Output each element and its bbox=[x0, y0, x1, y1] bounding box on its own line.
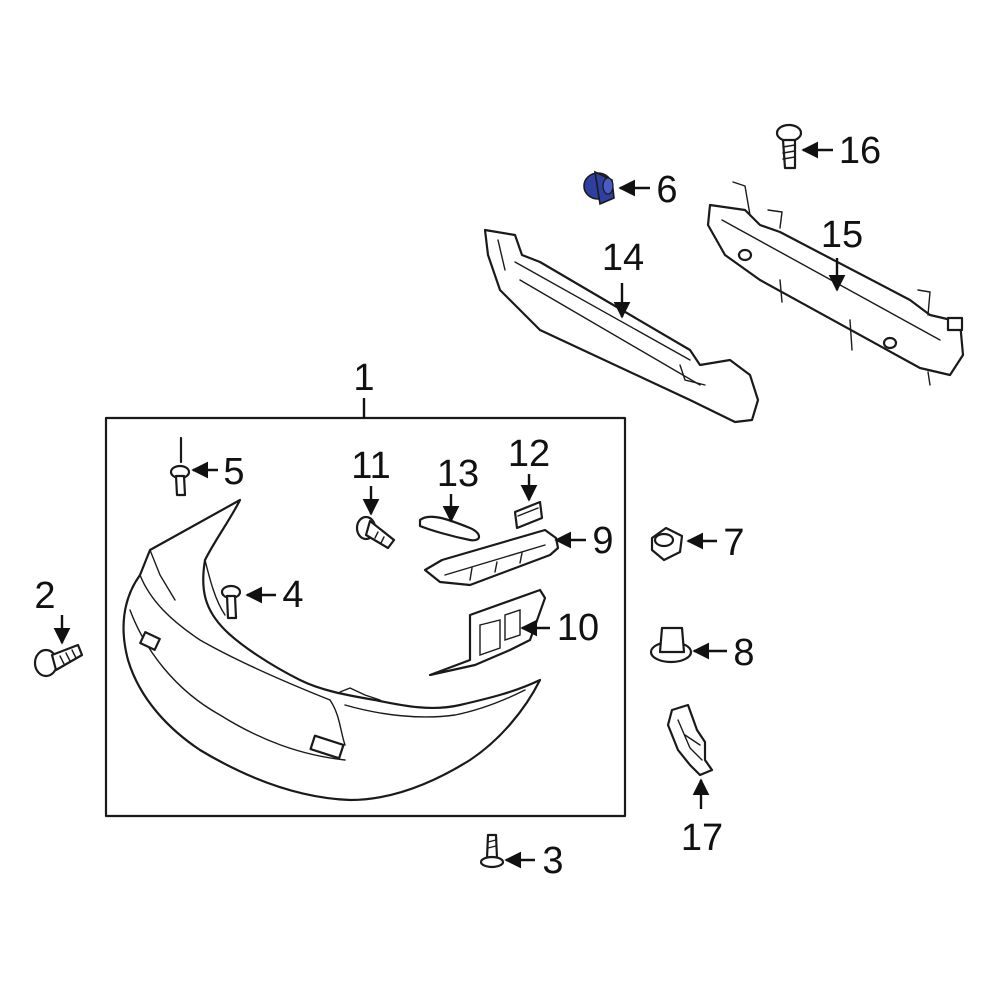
callout-13: 13 bbox=[437, 453, 479, 495]
part-13-reflector bbox=[418, 515, 481, 542]
callout-11: 11 bbox=[351, 445, 390, 487]
callout-16: 16 bbox=[839, 130, 881, 172]
callout-8: 8 bbox=[733, 632, 754, 674]
part-11-bolt bbox=[355, 515, 396, 550]
part-10-bracket bbox=[428, 588, 547, 677]
part-8-nut-clip bbox=[649, 626, 693, 664]
callout-12: 12 bbox=[508, 433, 550, 475]
part-9-bracket bbox=[423, 528, 560, 587]
callout-2: 2 bbox=[34, 575, 55, 617]
part-12-pad bbox=[513, 500, 544, 530]
callout-6: 6 bbox=[656, 169, 677, 211]
bumper-assembly-box bbox=[104, 416, 627, 818]
part-15-reinforcement-beam bbox=[706, 181, 965, 386]
part-14-energy-absorber bbox=[483, 228, 760, 424]
bumper-cover bbox=[122, 498, 542, 802]
callout-9: 9 bbox=[592, 520, 613, 562]
part-5-clip bbox=[169, 436, 191, 497]
part-6-push-clip[interactable] bbox=[583, 170, 615, 206]
part-17-bracket bbox=[666, 703, 714, 777]
callout-5: 5 bbox=[223, 451, 244, 493]
callout-10: 10 bbox=[557, 607, 599, 649]
callout-17: 17 bbox=[681, 817, 723, 859]
callout-7: 7 bbox=[723, 522, 744, 564]
part-4-clip bbox=[220, 584, 242, 620]
callout-15: 15 bbox=[821, 214, 863, 256]
part-2-bolt bbox=[33, 643, 84, 678]
callout-14: 14 bbox=[602, 237, 644, 279]
callout-4: 4 bbox=[282, 574, 303, 616]
callout-3: 3 bbox=[542, 840, 563, 882]
part-3-screw bbox=[479, 833, 505, 869]
part-16-bolt bbox=[775, 123, 803, 170]
part-7-grommet bbox=[650, 526, 684, 562]
callout-1: 1 bbox=[353, 357, 374, 399]
